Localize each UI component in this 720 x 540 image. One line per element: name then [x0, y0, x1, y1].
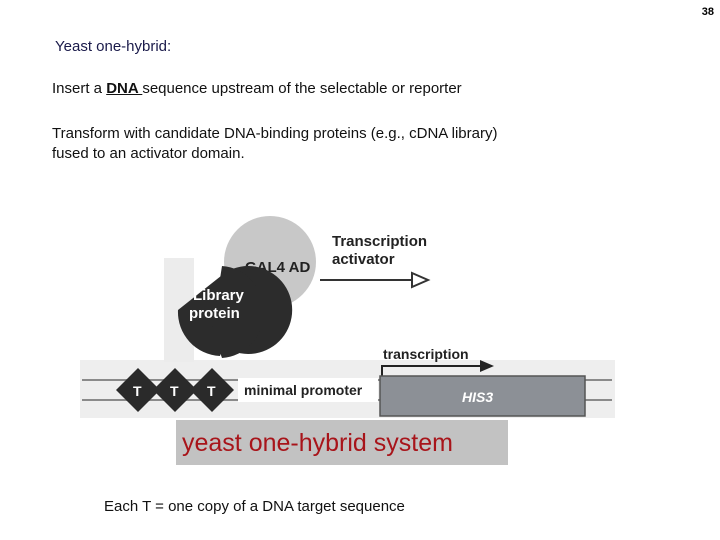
system-banner [176, 420, 508, 465]
bullet2-line1: Transform with candidate DNA-binding pro… [52, 125, 498, 142]
activator-arrow-head [411, 271, 431, 289]
target-diamond-2 [153, 368, 197, 412]
his3-label: HIS3 [462, 389, 493, 405]
library-protein-body [212, 266, 264, 358]
his3-gene-box [379, 375, 586, 417]
slide-heading: Yeast one-hybrid: [55, 38, 172, 55]
target-diamond-1 [116, 368, 160, 412]
minimal-promoter-label: minimal promoter [244, 382, 363, 398]
library-label-line1: Library [193, 287, 245, 304]
minimal-promoter-box [238, 378, 378, 402]
target-label-1: T [133, 383, 142, 399]
bullet2-line2: fused to an activator domain. [52, 145, 245, 162]
bullet-transform: Transform with candidate DNA-binding pro… [52, 124, 497, 164]
bullet1-dna-emphasis: DNA [106, 80, 143, 97]
bullet1-prefix: Insert a [52, 80, 107, 97]
activator-label-line2: activator [332, 251, 395, 268]
transcription-arrow-head [480, 360, 494, 372]
transcription-label: transcription [383, 346, 469, 362]
system-banner-label: yeast one-hybrid system [182, 429, 453, 457]
target-label-2: T [170, 383, 179, 399]
bullet1-suffix: sequence upstream of the selectable or r… [142, 80, 462, 97]
target-label-3: T [207, 383, 216, 399]
figure-caption: Each T = one copy of a DNA target sequen… [104, 498, 405, 515]
bullet-insert-dna: Insert a DNA sequence upstream of the se… [52, 80, 462, 97]
slide-number: 38 [701, 6, 714, 18]
activator-label-line1: Transcription [332, 233, 427, 250]
library-label-line2: protein [189, 305, 240, 322]
target-diamond-3 [190, 368, 234, 412]
